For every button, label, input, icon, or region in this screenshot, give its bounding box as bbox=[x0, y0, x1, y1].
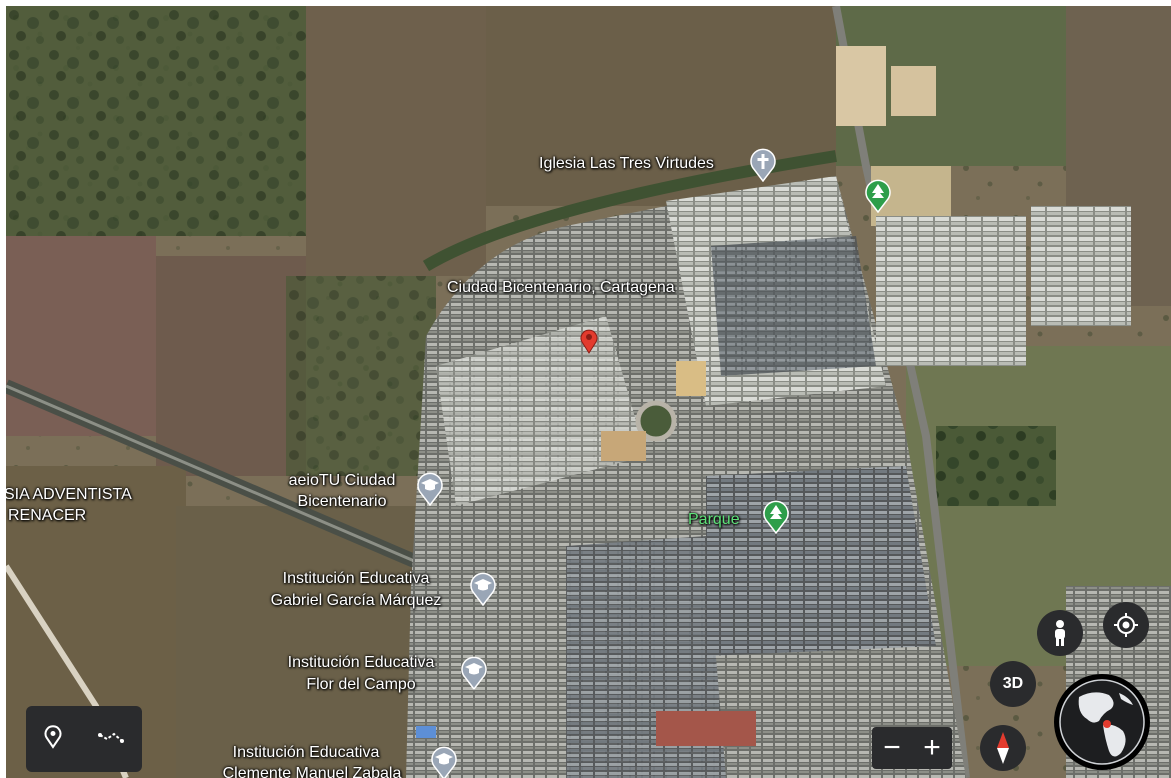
tree-icon[interactable] bbox=[864, 179, 892, 218]
graduation-cap-icon[interactable] bbox=[416, 472, 444, 511]
label-aeiotu-line1[interactable]: aeioTU Ciudad bbox=[288, 472, 396, 489]
graduation-cap-icon[interactable] bbox=[430, 746, 458, 778]
compass-icon bbox=[997, 732, 1009, 764]
label-adventista-line2[interactable]: RENACER bbox=[8, 507, 87, 524]
globe-view-button[interactable] bbox=[1054, 674, 1150, 770]
satellite-map[interactable]: Iglesia Las Tres Virtudes Ciudad Bicente… bbox=[6, 6, 1171, 778]
label-parque[interactable]: Parque bbox=[688, 511, 740, 528]
label-ie-ggm-line2[interactable]: Gabriel García Márquez bbox=[270, 592, 442, 609]
person-icon bbox=[1055, 620, 1065, 646]
graduation-cap-icon[interactable] bbox=[460, 656, 488, 695]
label-ie-ggm-line1[interactable]: Institución Educativa bbox=[282, 570, 430, 587]
map-tools-panel bbox=[26, 706, 142, 772]
label-church[interactable]: Iglesia Las Tres Virtudes bbox=[539, 155, 714, 172]
globe-icon bbox=[1059, 679, 1145, 765]
compass-button[interactable] bbox=[980, 725, 1026, 771]
zoom-out-button[interactable]: − bbox=[883, 731, 901, 764]
tree-icon[interactable] bbox=[762, 500, 790, 539]
graduation-cap-icon[interactable] bbox=[469, 572, 497, 611]
label-aeiotu-line2[interactable]: Bicentenario bbox=[297, 493, 387, 510]
street-view-button[interactable] bbox=[1037, 610, 1083, 656]
location-pin-icon[interactable] bbox=[43, 724, 63, 754]
label-district[interactable]: Ciudad Bicentenario, Cartagena bbox=[447, 279, 675, 296]
satellite-imagery bbox=[6, 6, 1171, 778]
zoom-control: − + bbox=[872, 727, 952, 769]
label-ie-fc-line1[interactable]: Institución Educativa bbox=[287, 654, 435, 671]
label-adventista-line1[interactable]: SIA ADVENTISTA bbox=[6, 486, 132, 503]
label-ie-cmz-line1[interactable]: Institución Educativa bbox=[232, 744, 380, 761]
my-location-button[interactable] bbox=[1103, 602, 1149, 648]
measure-path-icon[interactable] bbox=[97, 727, 125, 752]
my-location-icon bbox=[1114, 613, 1138, 637]
cross-icon[interactable] bbox=[749, 148, 777, 187]
label-ie-cmz-line2[interactable]: Clemente Manuel Zabala bbox=[222, 765, 402, 778]
label-ie-fc-line2[interactable]: Flor del Campo bbox=[306, 676, 416, 693]
3d-toggle-button[interactable]: 3D bbox=[990, 661, 1036, 707]
map-marker-icon[interactable] bbox=[580, 328, 598, 359]
zoom-in-button[interactable]: + bbox=[923, 731, 941, 764]
